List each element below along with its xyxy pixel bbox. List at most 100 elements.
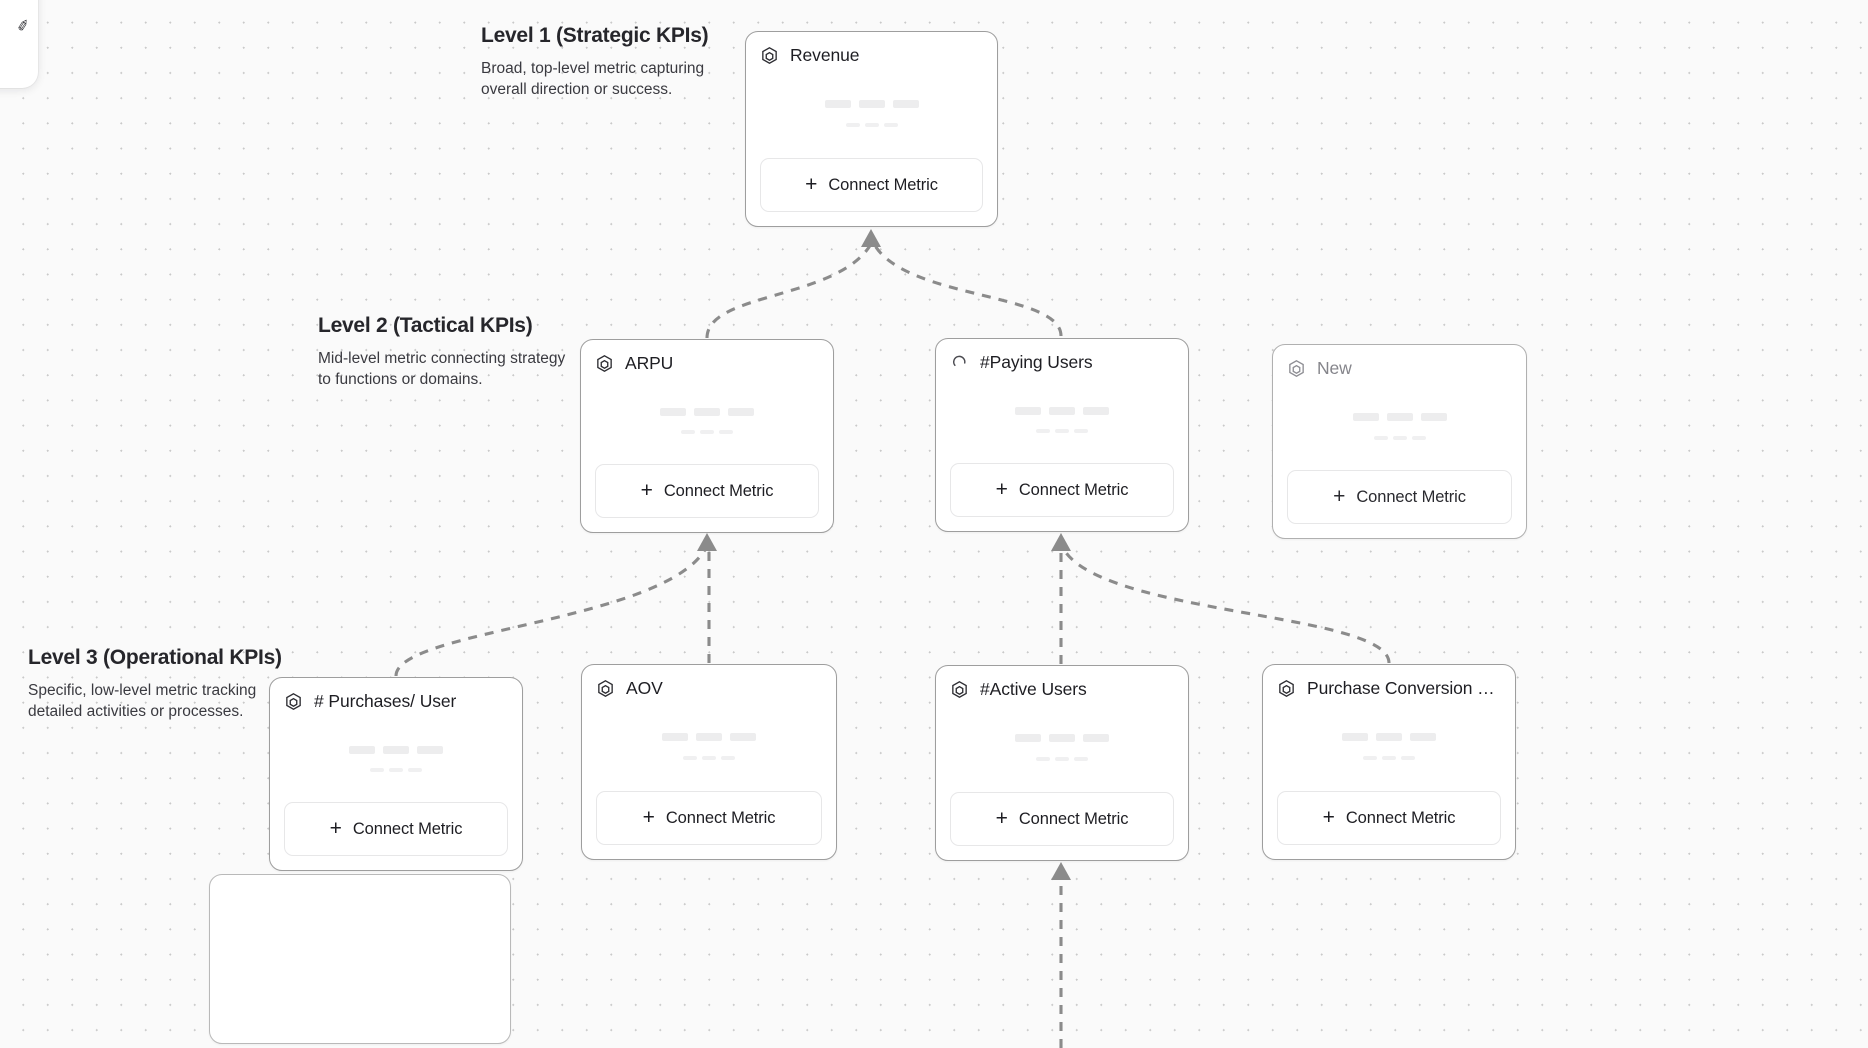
- connect-metric-button[interactable]: + Connect Metric: [595, 464, 819, 518]
- skeleton-bar: [1083, 734, 1109, 743]
- skeleton-row-primary: [760, 100, 983, 109]
- edge-pcr-to-paying-users: [1061, 547, 1391, 664]
- metric-card-revenue[interactable]: Revenue + Connect Metric: [745, 31, 998, 227]
- edge-paying-users-to-revenue: [872, 243, 1063, 337]
- hexagon-target-icon: [595, 354, 614, 373]
- hexagon-target-icon: [596, 679, 615, 698]
- connect-metric-button[interactable]: + Connect Metric: [950, 463, 1174, 517]
- connect-metric-button[interactable]: + Connect Metric: [950, 792, 1174, 846]
- skeleton-bar: [858, 100, 885, 109]
- metric-card-active-users[interactable]: #Active Users + Connect Metric: [935, 665, 1189, 861]
- card-skeleton-body: [760, 66, 983, 148]
- card-header: #Paying Users: [950, 352, 1174, 373]
- card-header: #Active Users: [950, 679, 1174, 700]
- skeleton-bar: [1382, 756, 1396, 761]
- level-3-label: Level 3 (Operational KPIs) Specific, low…: [28, 646, 282, 723]
- connect-metric-label: Connect Metric: [352, 819, 463, 838]
- card-title: AOV: [626, 678, 663, 698]
- metric-card-new[interactable]: New + Connect Metric: [1272, 344, 1527, 539]
- connect-metric-button[interactable]: + Connect Metric: [760, 158, 983, 212]
- hexagon-target-icon: [1277, 679, 1296, 698]
- skeleton-bar: [1342, 733, 1368, 742]
- skeleton-bar: [1376, 733, 1402, 742]
- plus-icon: +: [642, 805, 655, 829]
- skeleton-bar: [389, 768, 403, 772]
- metric-card-purchases-per-user[interactable]: # Purchases/ User + Connect Metric: [269, 677, 523, 871]
- skeleton-bar: [1055, 429, 1069, 433]
- card-skeleton-body: [1287, 379, 1512, 460]
- loading-spinner-icon: [950, 353, 969, 372]
- skeleton-bar: [1363, 756, 1377, 761]
- card-header: AOV: [596, 678, 822, 699]
- skeleton-bar: [1411, 435, 1426, 440]
- connect-metric-button[interactable]: + Connect Metric: [1287, 470, 1512, 524]
- skeleton-row-secondary: [760, 123, 983, 128]
- arrow-head-arpu: [697, 533, 717, 551]
- metric-card-aov[interactable]: AOV + Connect Metric: [581, 664, 837, 860]
- floating-toolbar-panel[interactable]: ✐: [0, 0, 38, 88]
- skeleton-row-secondary: [950, 429, 1174, 433]
- level-2-label: Level 2 (Tactical KPIs) Mid-level metric…: [318, 314, 568, 391]
- skeleton-bar: [883, 123, 898, 128]
- skeleton-bar: [824, 100, 851, 109]
- hexagon-target-icon: [760, 46, 779, 65]
- card-title: Purchase Conversion Rate: [1307, 678, 1501, 698]
- skeleton-bar: [1352, 413, 1379, 422]
- skeleton-bar: [1410, 733, 1436, 742]
- card-title: Revenue: [790, 45, 860, 65]
- card-title: New: [1317, 358, 1352, 378]
- metric-card-arpu[interactable]: ARPU + Connect Metric: [580, 339, 834, 533]
- level-2-description: Mid-level metric connecting strategy to …: [318, 350, 566, 389]
- connect-metric-label: Connect Metric: [665, 808, 776, 827]
- hexagon-target-icon: [284, 692, 303, 711]
- skeleton-bar: [1055, 757, 1069, 762]
- skeleton-row-secondary: [284, 768, 508, 772]
- pen-tool-icon: ✐: [15, 16, 32, 36]
- card-skeleton-body: [950, 373, 1174, 453]
- skeleton-bar: [662, 733, 688, 742]
- metric-card-purchase-conversion-rate[interactable]: Purchase Conversion Rate + Connect Metri…: [1262, 664, 1516, 860]
- connect-metric-label: Connect Metric: [1018, 809, 1129, 828]
- connect-metric-label: Connect Metric: [1345, 808, 1456, 827]
- skeleton-row-primary: [595, 407, 819, 416]
- skeleton-bar: [719, 430, 733, 434]
- skeleton-bar: [681, 430, 695, 434]
- card-skeleton-body: [596, 699, 822, 781]
- card-skeleton-body: [950, 700, 1174, 782]
- skeleton-bar: [408, 768, 422, 772]
- skeleton-row-primary: [1287, 413, 1512, 422]
- skeleton-row-primary: [284, 745, 508, 754]
- connect-metric-label: Connect Metric: [828, 175, 938, 194]
- skeleton-row-secondary: [595, 430, 819, 434]
- connect-metric-label: Connect Metric: [663, 481, 774, 500]
- skeleton-bar: [864, 123, 879, 128]
- skeleton-row-primary: [950, 734, 1174, 743]
- skeleton-row-primary: [596, 733, 822, 742]
- skeleton-bar: [728, 407, 754, 416]
- hexagon-target-icon: [1287, 359, 1306, 378]
- edge-purchases-to-arpu: [394, 547, 708, 677]
- connect-metric-button[interactable]: + Connect Metric: [1277, 791, 1501, 845]
- metric-card-paying-users[interactable]: #Paying Users + Connect Metric: [935, 338, 1189, 532]
- card-title: # Purchases/ User: [314, 691, 457, 711]
- skeleton-bar: [696, 733, 722, 742]
- skeleton-row-primary: [1277, 733, 1501, 742]
- connect-metric-button[interactable]: + Connect Metric: [596, 791, 822, 845]
- skeleton-bar: [845, 123, 860, 128]
- skeleton-bar: [349, 745, 375, 754]
- card-header: # Purchases/ User: [284, 691, 508, 712]
- connect-metric-button[interactable]: + Connect Metric: [284, 802, 508, 856]
- skeleton-bar: [892, 100, 919, 109]
- skeleton-bar: [683, 756, 697, 761]
- metric-card-partial-below-purchases[interactable]: [209, 874, 511, 1044]
- arrow-head-revenue: [861, 229, 881, 247]
- hexagon-target-icon: [950, 680, 969, 699]
- skeleton-bar: [417, 745, 443, 754]
- skeleton-bar: [1401, 756, 1415, 761]
- skeleton-bar: [1036, 429, 1050, 433]
- level-1-label: Level 1 (Strategic KPIs) Broad, top-leve…: [481, 24, 731, 101]
- connect-metric-label: Connect Metric: [1018, 480, 1129, 499]
- card-skeleton-body: [595, 374, 819, 454]
- skeleton-bar: [1083, 406, 1109, 415]
